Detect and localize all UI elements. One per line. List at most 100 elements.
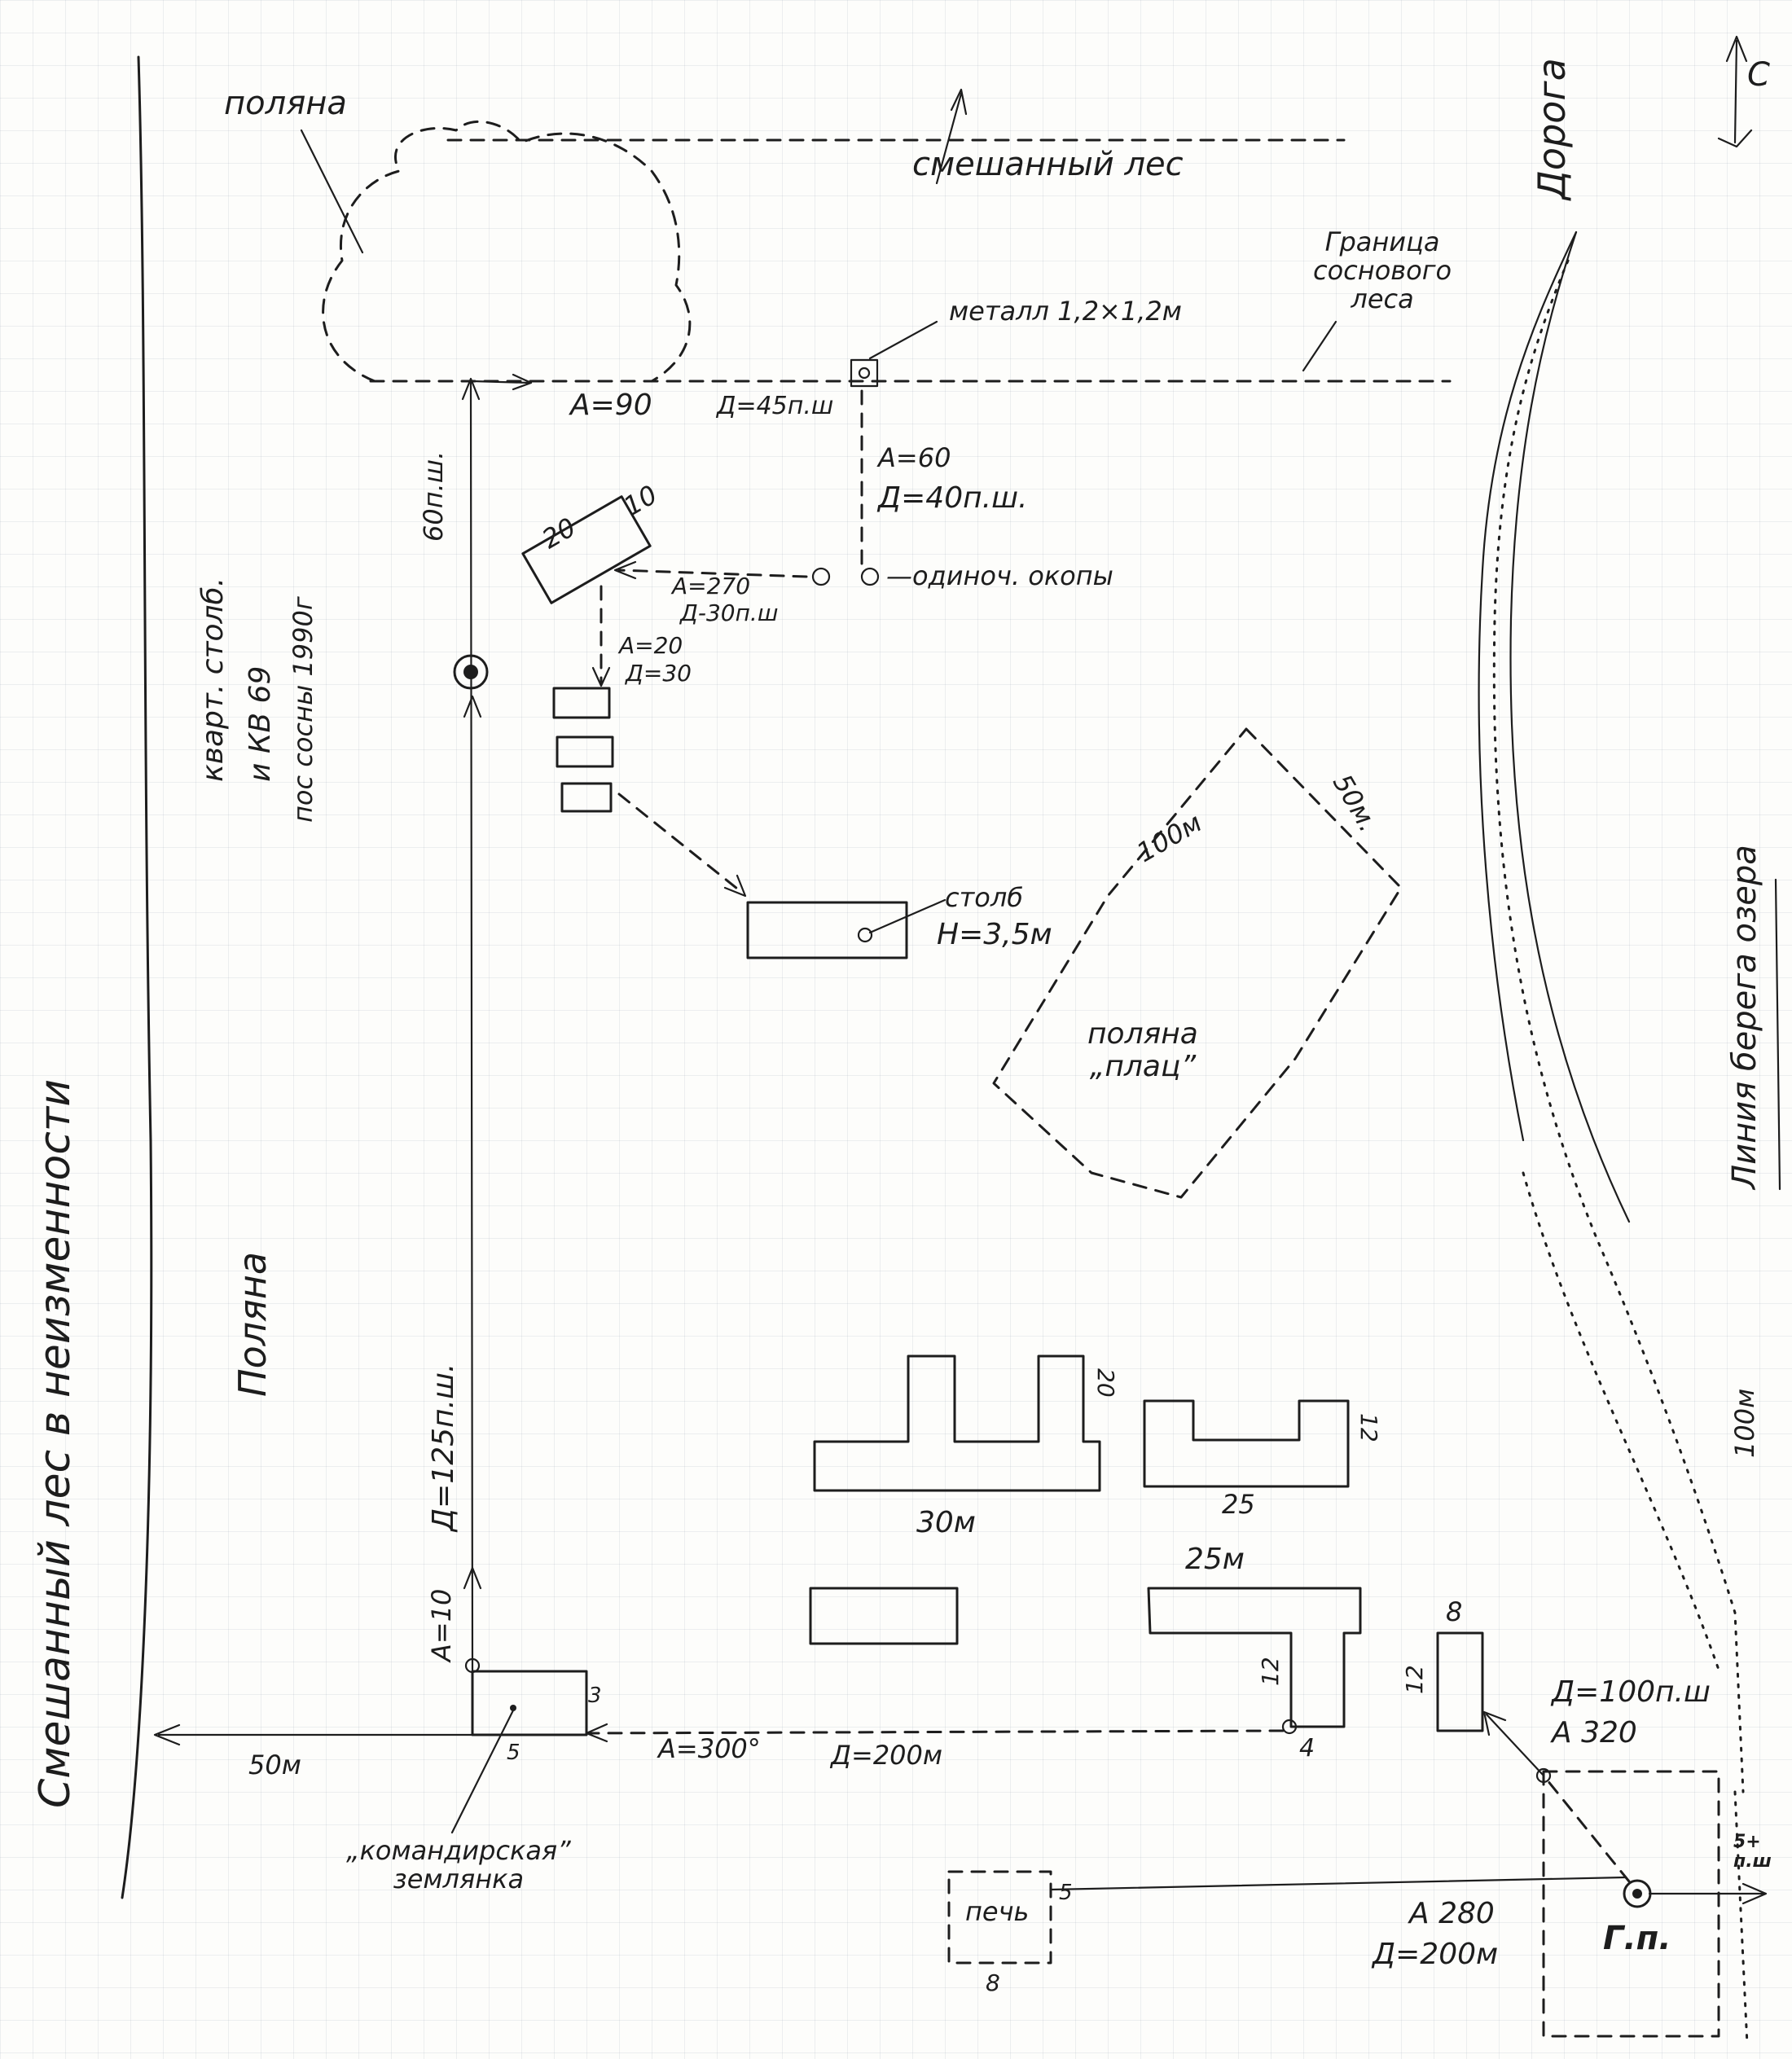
mixed-forest-left-label: Смешанный лес в неизменности bbox=[31, 1078, 80, 1808]
route-to-pillar bbox=[617, 792, 743, 893]
road-label: Дорога bbox=[1530, 58, 1574, 200]
north-arrow bbox=[1717, 35, 1753, 148]
d200a-label: Д=200м bbox=[831, 1740, 943, 1771]
pillar-dot bbox=[857, 927, 873, 943]
route-to-block-arrow bbox=[613, 560, 637, 580]
small-structure-1 bbox=[552, 687, 611, 719]
building-4-width: 8 bbox=[1446, 1596, 1463, 1627]
a280-label: А 280 bbox=[1409, 1897, 1495, 1930]
d100-label: Д=100п.ш bbox=[1552, 1675, 1711, 1709]
building-rect bbox=[809, 1587, 959, 1645]
pines-1990-label: пос сосны 1990г bbox=[288, 596, 318, 823]
route-short-arrow bbox=[471, 373, 533, 391]
lake-line-label: Линия берега озера bbox=[1726, 845, 1763, 1189]
building-1-width: 30м bbox=[916, 1506, 976, 1539]
north-label: С bbox=[1747, 56, 1770, 94]
building-1 bbox=[813, 1354, 1101, 1492]
route-d100-point bbox=[1535, 1767, 1552, 1784]
stove-label: печь bbox=[965, 1896, 1030, 1927]
plats-glade-outline bbox=[992, 727, 1403, 1199]
gp-marker-dot bbox=[1632, 1889, 1642, 1899]
building-3-width: 25м bbox=[1185, 1543, 1245, 1576]
kv69-label: и КВ 69 bbox=[244, 665, 277, 782]
trench-1 bbox=[811, 567, 831, 586]
building-2-height: 12 bbox=[1355, 1413, 1382, 1442]
road-edge-right bbox=[1509, 230, 1631, 1223]
glade-top-label: поляна bbox=[224, 85, 347, 122]
sixty-label: 60п.ш. bbox=[418, 450, 449, 542]
road-shoulder-1 bbox=[1492, 259, 1745, 1793]
building-4 bbox=[1436, 1631, 1484, 1732]
pillar-structure bbox=[746, 901, 908, 959]
five-plus-label: 5+ п.ш bbox=[1733, 1832, 1772, 1872]
rotated-structure bbox=[521, 495, 652, 604]
glade-left-label: Поляна bbox=[231, 1251, 275, 1397]
building-2-width: 25 bbox=[1222, 1489, 1255, 1520]
mixed-forest-top-label: смешанный лес bbox=[912, 146, 1184, 183]
small-structure-2 bbox=[556, 735, 614, 768]
commander-dugout bbox=[471, 1670, 588, 1736]
a300-label: А=300° bbox=[658, 1733, 761, 1764]
route-a300 bbox=[585, 1729, 1285, 1735]
h35-label: Н=3,5м bbox=[937, 918, 1052, 951]
a90-label: А=90 bbox=[570, 389, 652, 422]
quarter-pillar-dot bbox=[463, 665, 478, 679]
trench-2 bbox=[860, 567, 880, 586]
route-arrow-low bbox=[463, 1566, 482, 1590]
dist100m-right-label: 100м bbox=[1729, 1388, 1760, 1458]
right-edge-line bbox=[1774, 878, 1781, 1191]
route-d100 bbox=[1542, 1774, 1631, 1883]
d30a-label: Д-30п.ш bbox=[680, 599, 779, 626]
road-shoulder-3 bbox=[1733, 1790, 1749, 2046]
route-arrow-mid bbox=[463, 695, 482, 718]
building-1-height: 20 bbox=[1092, 1368, 1119, 1398]
building-2 bbox=[1143, 1399, 1350, 1488]
route-to-block bbox=[617, 569, 808, 578]
plats-glade-label: поляна „плац” bbox=[1087, 1017, 1198, 1083]
dugout-corner-point bbox=[464, 1657, 481, 1674]
road-shoulder-2 bbox=[1522, 1171, 1720, 1671]
quarter-pillar-marker bbox=[453, 654, 489, 690]
gp-arrow bbox=[1648, 1882, 1768, 1905]
metal-marker bbox=[850, 358, 879, 388]
a10-label: А=10 bbox=[426, 1588, 457, 1662]
commander-dugout-dot bbox=[510, 1705, 516, 1711]
d30b-label: Д=30 bbox=[626, 660, 692, 687]
glade-leader bbox=[300, 129, 364, 254]
d45-label: Д=45п.ш bbox=[717, 392, 834, 420]
route-a280 bbox=[1049, 1876, 1627, 1891]
d40-label: Д=40п.ш. bbox=[878, 481, 1028, 515]
dugout-height: 3 bbox=[588, 1684, 602, 1708]
metal-leader bbox=[868, 320, 938, 360]
route-a300-start bbox=[1281, 1719, 1298, 1735]
building-3-height: 12 bbox=[1257, 1657, 1284, 1686]
main-route bbox=[469, 380, 474, 1671]
commander-dugout-label: „командирская” землянка bbox=[346, 1835, 571, 1895]
pine-border-label: Граница соснового леса bbox=[1313, 226, 1452, 315]
mixed-forest-arrow bbox=[935, 88, 968, 185]
quarter-pillar-label: кварт. столб. bbox=[196, 577, 230, 782]
building-3-point: 4 bbox=[1299, 1734, 1315, 1763]
arrow-50m-label: 50м bbox=[248, 1749, 301, 1780]
a20-label: А=20 bbox=[619, 632, 683, 659]
commander-leader bbox=[450, 1709, 515, 1834]
d125-label: Д=125п.ш. bbox=[427, 1363, 460, 1531]
pine-border-leader bbox=[1302, 320, 1337, 372]
pillar-leader bbox=[868, 898, 947, 934]
route-d100-arrow bbox=[1482, 1710, 1545, 1777]
metal-label: металл 1,2×1,2м bbox=[949, 296, 1182, 327]
metal-marker-dot bbox=[858, 367, 871, 380]
route-to-pillar-arrow bbox=[723, 874, 747, 898]
a270-label: А=270 bbox=[672, 573, 751, 599]
stove-width: 8 bbox=[986, 1969, 1000, 1996]
glade-top-outline bbox=[322, 120, 692, 383]
road-edge-left bbox=[1478, 230, 1578, 1142]
a320-label: А 320 bbox=[1552, 1716, 1637, 1749]
trenches-label: —одиноч. окопы bbox=[886, 560, 1113, 591]
route-small-rects-arrow bbox=[591, 666, 611, 687]
route-arrow-up bbox=[461, 377, 481, 401]
left-forest-border bbox=[121, 55, 153, 1899]
building-4-height: 12 bbox=[1401, 1665, 1428, 1694]
a60-label: А=60 bbox=[878, 442, 951, 473]
